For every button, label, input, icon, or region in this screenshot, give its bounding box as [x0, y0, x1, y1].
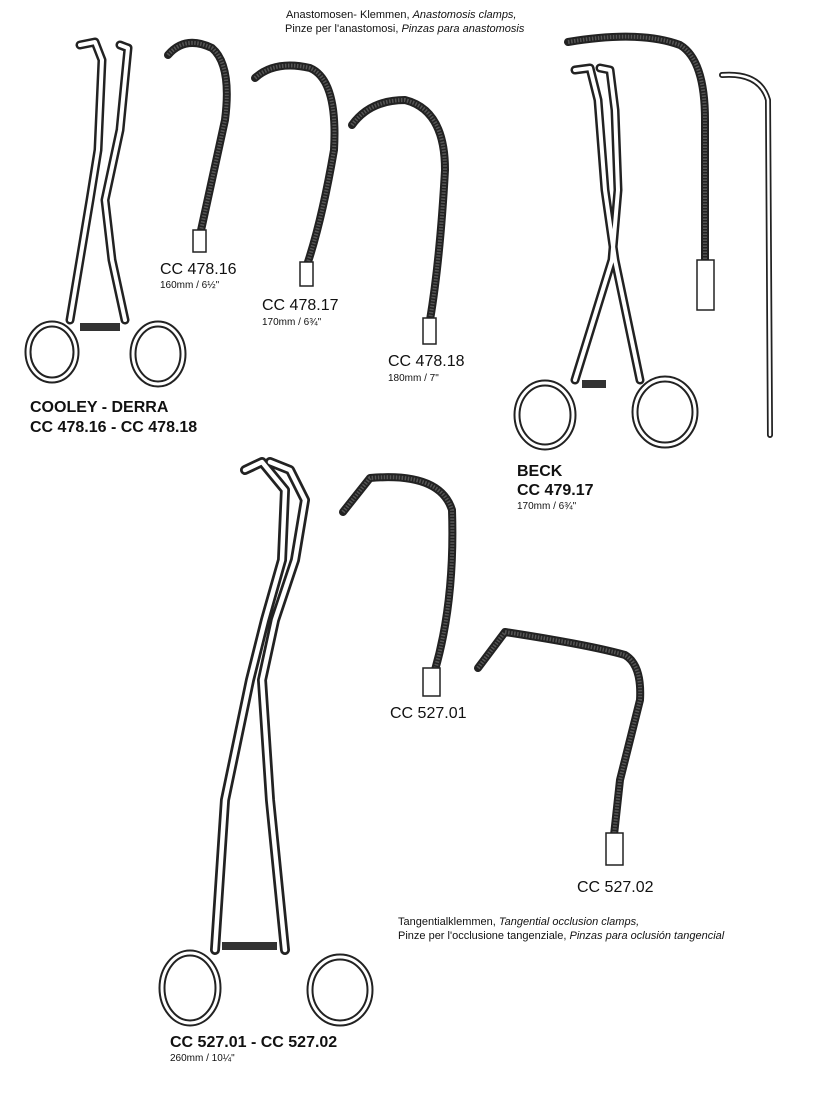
- code-478-16: CC 478.16: [160, 261, 237, 278]
- cooley-derra-title: COOLEY - DERRA: [30, 399, 169, 416]
- header-line-1: Anastomosen- Klemmen, Anastomosis clamps…: [286, 8, 517, 22]
- jaw-478-17-image: [251, 61, 339, 287]
- code-527-01: CC 527.01: [390, 705, 467, 722]
- tangential-line-1: Tangentialklemmen, Tangential occlusion …: [398, 915, 639, 929]
- header-line-1-italic: Anastomosis clamps,: [412, 9, 517, 21]
- tangential-line-2-plain: Pinze per l'occlusione tangenziale,: [398, 930, 567, 942]
- code-527-02: CC 527.02: [577, 879, 654, 896]
- header-line-1-plain: Anastomosen- Klemmen,: [286, 9, 410, 21]
- header-line-2-plain: Pinze per l'anastomosi,: [285, 23, 399, 35]
- beck-code: CC 479.17: [517, 482, 594, 499]
- size-478-18: 180mm / 7": [388, 373, 439, 384]
- header-line-2: Pinze per l'anastomosi, Pinzas para anas…: [285, 22, 524, 36]
- size-478-16: 160mm / 6½": [160, 280, 220, 291]
- cooley-derra-clamp-image: [24, 37, 187, 388]
- tangential-size: 260mm / 10¼": [170, 1053, 235, 1064]
- size-478-17: 170mm / 6¾": [262, 317, 322, 328]
- tangential-line-2: Pinze per l'occlusione tangenziale, Pinz…: [398, 929, 724, 943]
- tangential-line-1-italic: Tangential occlusion clamps,: [498, 916, 640, 928]
- beck-title: BECK: [517, 463, 563, 480]
- jaw-527-01-image: [339, 473, 457, 697]
- cooley-derra-range: CC 478.16 - CC 478.18: [30, 419, 198, 436]
- code-478-18: CC 478.18: [388, 353, 465, 370]
- tangential-range: CC 527.01 - CC 527.02: [170, 1034, 338, 1051]
- jaw-478-18-image: [348, 96, 449, 345]
- tangential-line-2-italic: Pinzas para oclusión tangencial: [569, 930, 725, 942]
- tangential-clamp-image: [158, 457, 374, 1027]
- beck-clamp-image: [513, 32, 773, 451]
- jaw-478-16-image: [164, 38, 231, 253]
- header-line-2-italic: Pinzas para anastomosis: [401, 23, 525, 35]
- beck-size: 170mm / 6¾": [517, 501, 577, 512]
- jaw-527-02-image: [474, 628, 645, 866]
- code-478-17: CC 478.17: [262, 297, 339, 314]
- tangential-line-1-plain: Tangentialklemmen,: [398, 916, 496, 928]
